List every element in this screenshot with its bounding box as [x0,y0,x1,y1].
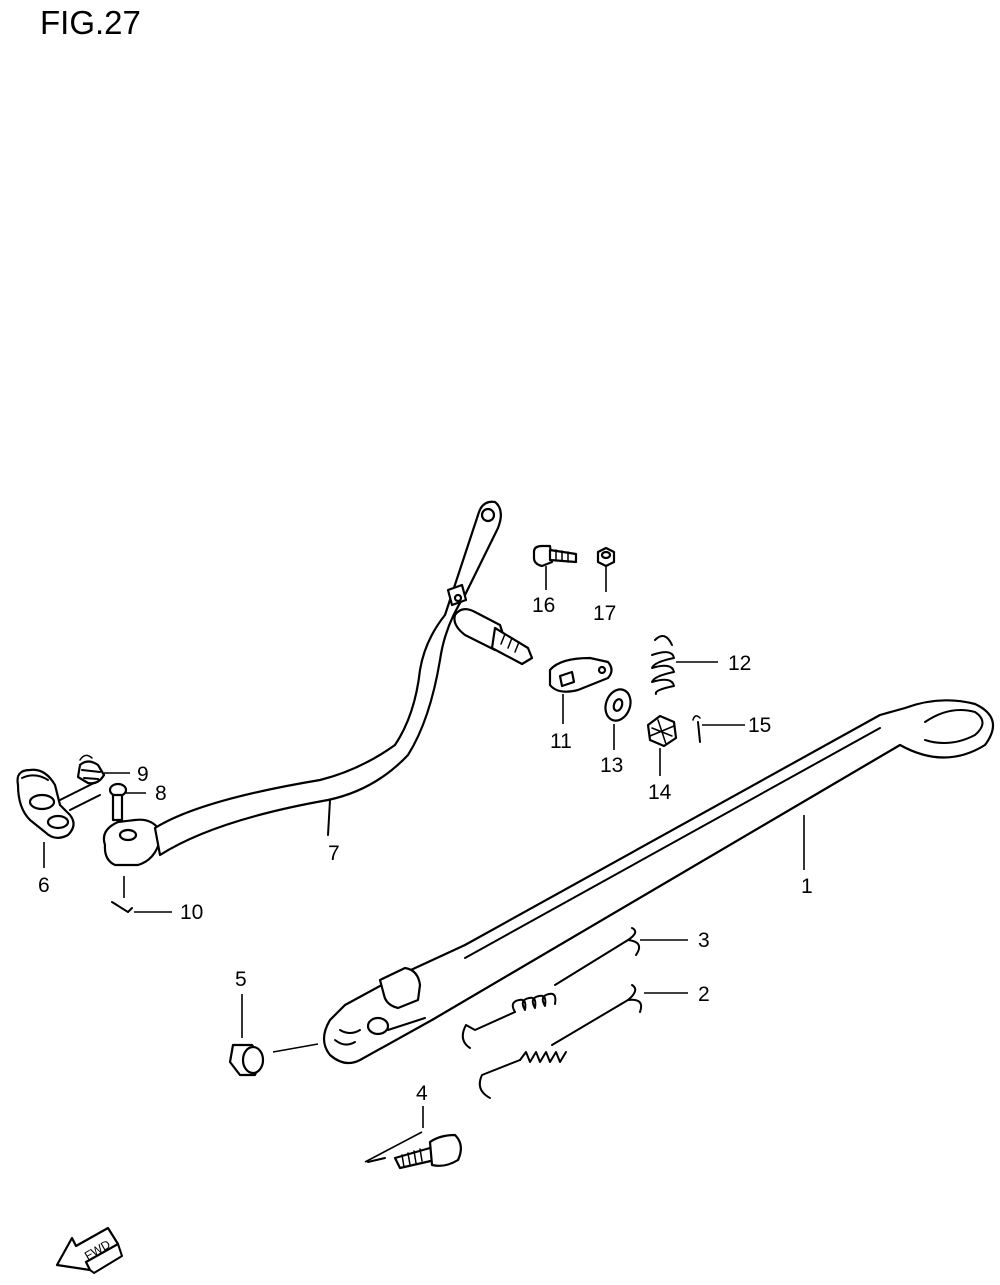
part-2-spring[interactable] [478,984,643,1099]
part-14-castle-nut[interactable] [646,714,678,776]
part-7-shift-lever[interactable] [102,500,534,867]
part-13-washer[interactable] [601,686,634,750]
callout-15: 15 [748,714,771,737]
part-11-lever-plate[interactable] [548,656,613,724]
figure-title: FIG.27 [40,4,141,41]
fwd-arrow-icon: FWD [55,1226,123,1274]
part-8-bolt[interactable] [108,782,146,822]
callout-17: 17 [593,602,616,625]
part-17-nut[interactable] [596,546,616,592]
callout-12: 12 [728,652,751,675]
part-6-rod-end[interactable] [16,768,101,868]
callout-6: 6 [38,874,50,897]
part-1-side-stand[interactable] [322,699,995,1065]
part-10-cotter-pin[interactable] [111,876,172,913]
part-9-nut[interactable] [69,754,130,811]
callout-1: 1 [801,875,813,898]
part-4-pivot-bolt[interactable] [364,1131,462,1170]
part-5-bushing[interactable] [228,1043,319,1077]
callout-8: 8 [155,782,167,805]
part-16-bolt[interactable] [532,544,578,590]
callout-16: 16 [532,594,555,617]
callout-13: 13 [600,754,623,777]
callout-3: 3 [698,929,710,952]
callout-10: 10 [180,901,203,924]
callout-9: 9 [137,763,149,786]
callout-5: 5 [235,968,247,991]
callout-11: 11 [550,730,572,753]
part-3-spring[interactable] [461,927,641,1049]
callout-4: 4 [416,1082,428,1105]
part-12-spring[interactable] [651,635,718,695]
callout-2: 2 [698,983,710,1006]
part-15-cotter-pin[interactable] [692,715,745,743]
callout-7: 7 [328,842,340,865]
callout-14: 14 [648,781,672,804]
